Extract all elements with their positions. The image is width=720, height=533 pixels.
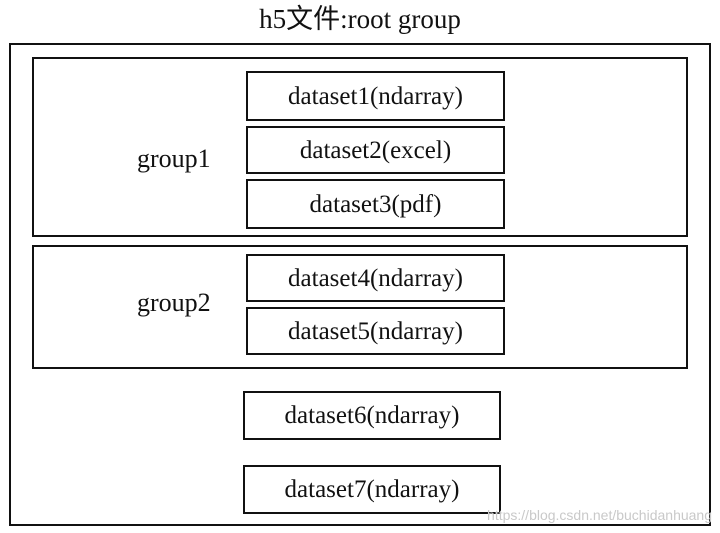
watermark: https://blog.csdn.net/buchidanhuang — [487, 507, 712, 523]
diagram-title: h5文件:root group — [259, 4, 461, 34]
group1-label: group1 — [137, 144, 211, 173]
group2-label: group2 — [137, 288, 211, 317]
dataset6-box: dataset6(ndarray) — [243, 391, 501, 440]
dataset3-box: dataset3(pdf) — [246, 179, 505, 229]
dataset1-box: dataset1(ndarray) — [246, 71, 505, 121]
dataset4-box: dataset4(ndarray) — [246, 254, 505, 302]
dataset7-box: dataset7(ndarray) — [243, 465, 501, 514]
dataset5-box: dataset5(ndarray) — [246, 307, 505, 355]
dataset2-box: dataset2(excel) — [246, 126, 505, 174]
